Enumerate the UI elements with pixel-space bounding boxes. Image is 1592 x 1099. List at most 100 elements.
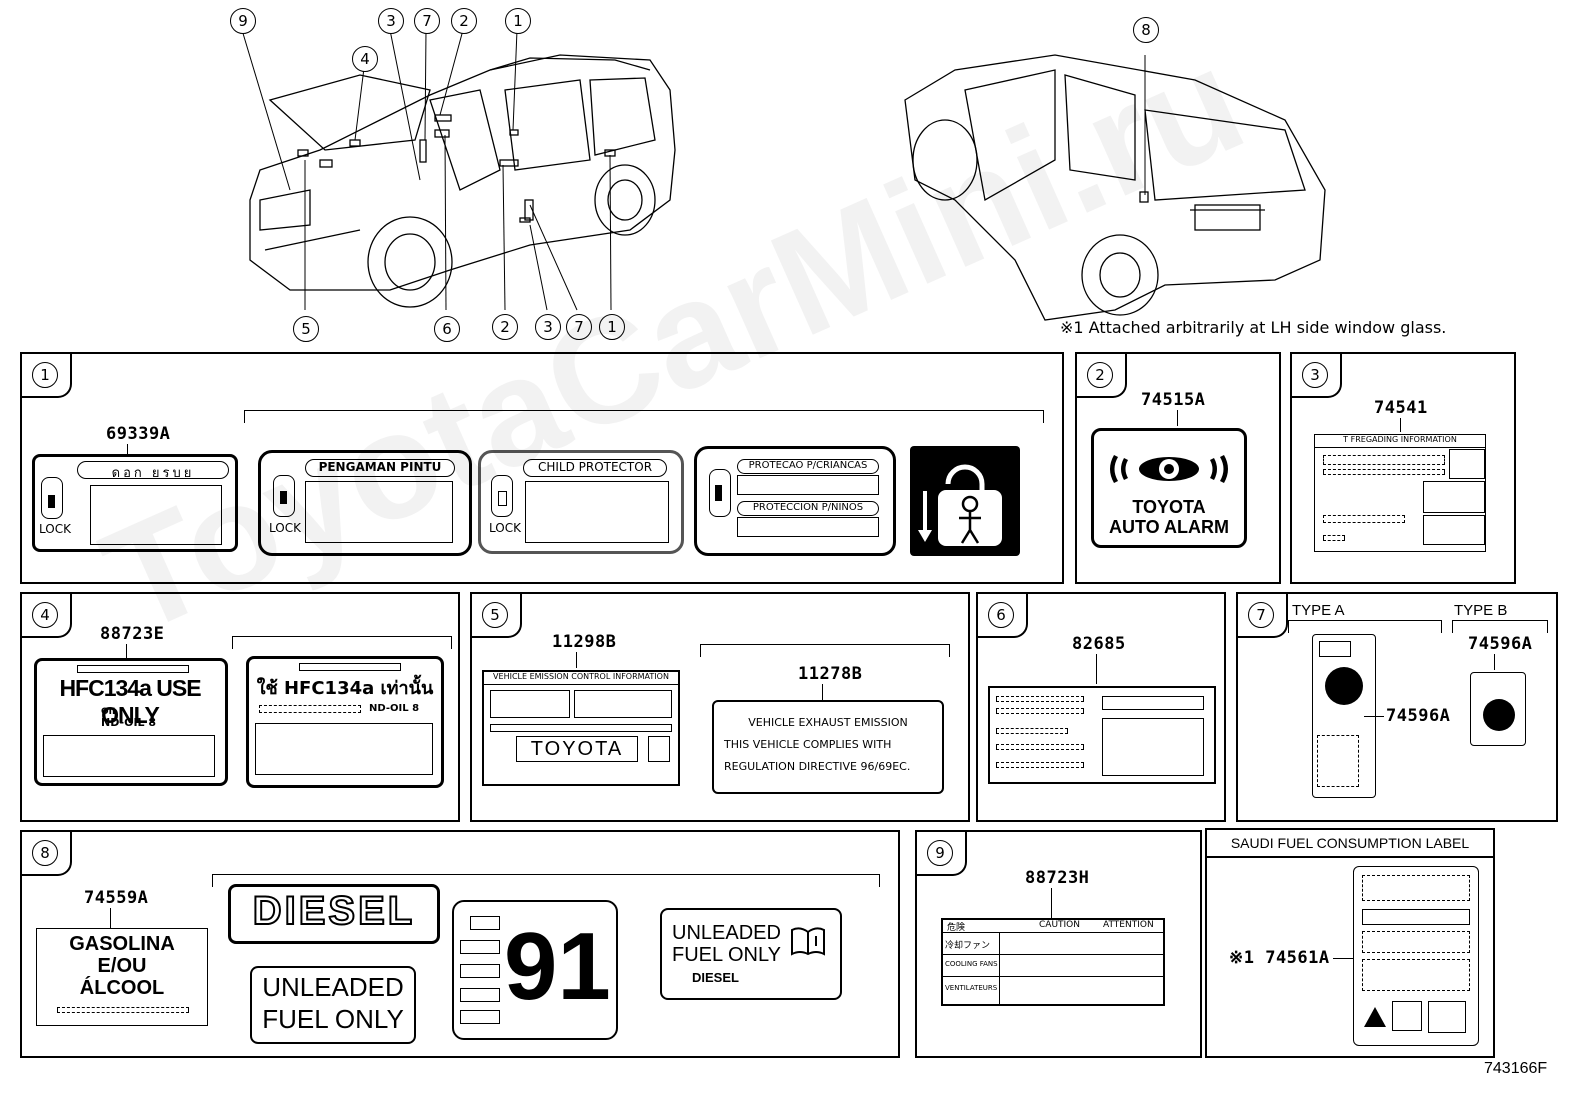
label-group-bracket — [700, 644, 950, 657]
unleaded-label-2: UNLEADED FUEL ONLY DIESEL — [660, 908, 842, 1000]
section-4: 4 88723E HFC134a USE ONLY OIL ND-OIL 8 ใ… — [20, 592, 460, 822]
hfc-thai-label: ใช้ HFC134a เท่านั้น ND-OIL 8 — [246, 656, 444, 788]
saudi-section: SAUDI FUEL CONSUMPTION LABEL ※1 74561A — [1205, 828, 1495, 1058]
diesel-small-text: DIESEL — [692, 970, 739, 985]
part-number: 11298B — [552, 632, 617, 652]
child-lock-label-a: ดอก ยรบย LOCK — [32, 454, 238, 552]
exhaust-line-1: VEHICLE EXHAUST EMISSION — [748, 716, 908, 729]
section-number: 7 — [1248, 602, 1274, 628]
section-1: 1 69339A ดอก ยรบย LOCK PENGAMAN PINTU LO… — [20, 352, 1064, 584]
section-number: 2 — [1087, 362, 1113, 388]
section-9: 9 88723H 危険 CAUTION ATTENTION 冷却ファン COOL… — [915, 830, 1202, 1058]
unleaded-label-1: UNLEADED FUEL ONLY — [250, 966, 416, 1044]
section-number: 1 — [32, 362, 58, 388]
child-lock-pictogram — [910, 446, 1020, 556]
fuel-only-text: FUEL ONLY — [262, 1004, 404, 1034]
octane-label: 91 — [452, 900, 618, 1040]
alcool-text: ÁLCOOL — [79, 977, 165, 999]
part-number: 74559A — [84, 888, 149, 908]
diesel-label: DIESEL — [228, 884, 440, 944]
callout-1b: 1 — [599, 314, 625, 340]
callout-2: 2 — [451, 8, 477, 34]
octane-text: 91 — [504, 913, 611, 1020]
child-lock-label-b: PENGAMAN PINTU LOCK — [258, 450, 472, 556]
callout-9: 9 — [230, 8, 256, 34]
callout-2b: 2 — [492, 314, 518, 340]
section-5: 5 11298B 11278B VEHICLE EMISSION CONTROL… — [470, 592, 970, 822]
caution-row-2: COOLING FANS — [945, 960, 998, 968]
fuel-only-text: FUEL ONLY — [672, 944, 781, 966]
section-number: 6 — [988, 602, 1014, 628]
part-number-a: 74596A — [1386, 706, 1451, 726]
lock-text: LOCK — [489, 521, 521, 535]
caution-row-1: 冷却ファン — [945, 941, 991, 951]
caution-col-2: CAUTION — [1039, 920, 1080, 930]
diesel-text: DIESEL — [252, 888, 416, 934]
saudi-title: SAUDI FUEL CONSUMPTION LABEL — [1207, 830, 1493, 858]
hfc-label: HFC134a USE ONLY OIL ND-OIL 8 — [34, 658, 228, 786]
type-b-label: TYPE B — [1454, 602, 1508, 619]
child-lock-label-c: CHILD PROTECTOR LOCK — [478, 450, 684, 554]
callout-8: 8 — [1133, 17, 1159, 43]
section-number: 3 — [1302, 362, 1328, 388]
section-8: 8 74559A GASOLINA E/OU ÁLCOOL DIESEL UNL… — [20, 830, 900, 1058]
oil-text: OIL — [101, 707, 118, 717]
figure-code: 743166F — [1484, 1060, 1548, 1077]
callout-6: 6 — [434, 316, 460, 342]
type-b-tag — [1470, 672, 1526, 746]
spec-label — [988, 686, 1216, 784]
eou-text: E/OU — [97, 955, 147, 977]
label-group-bracket — [212, 874, 880, 887]
section-number: 9 — [927, 840, 953, 866]
part-number: 82685 — [1072, 634, 1126, 654]
section-number: 5 — [482, 602, 508, 628]
hfc-text: HFC134a USE ONLY — [59, 675, 201, 728]
caution-col-1: 危険 — [947, 923, 966, 933]
label-subheader: PROTECCION P/NINOS — [737, 501, 879, 516]
part-number-b: 74596A — [1468, 634, 1533, 654]
unleaded-text: UNLEADED — [262, 972, 404, 1002]
part-number: 11278B — [798, 664, 863, 684]
section-6: 6 82685 — [976, 592, 1226, 822]
ndoil-text: ND-OIL 8 — [369, 703, 420, 714]
exhaust-line-2: THIS VEHICLE COMPLIES WITH — [724, 738, 892, 751]
gasolina-text: GASOLINA — [69, 933, 175, 955]
thai-text: ใช้ HFC134a เท่านั้น — [256, 678, 434, 699]
exhaust-emission-label: VEHICLE EXHAUST EMISSION THIS VEHICLE CO… — [712, 700, 944, 794]
section-7: 7 TYPE A TYPE B 74596A 74596A — [1236, 592, 1558, 822]
callout-7: 7 — [414, 8, 440, 34]
label-header: CHILD PROTECTOR — [523, 459, 667, 477]
callout-7b: 7 — [566, 314, 592, 340]
caution-col-3: ATTENTION — [1103, 920, 1154, 930]
section-3: 3 74541 T FREGADING INFORMATION — [1290, 352, 1516, 584]
auto-alarm-label: TOYOTA AUTO ALARM — [1091, 428, 1247, 548]
part-number: 69339A — [106, 424, 171, 444]
toyota-text: TOYOTA — [516, 736, 638, 762]
emission-control-label: VEHICLE EMISSION CONTROL INFORMATION TOY… — [482, 670, 680, 786]
label-header: ดอก ยรบย — [77, 461, 229, 481]
callout-3: 3 — [378, 8, 404, 34]
label-header: PROTECAO P/CRIANCAS — [737, 459, 879, 474]
info-label: T FREGADING INFORMATION — [1314, 434, 1486, 552]
label-header: PENGAMAN PINTU — [305, 459, 455, 477]
exhaust-line-3: REGULATION DIRECTIVE 96/69EC. — [724, 760, 911, 773]
section-number: 8 — [32, 840, 58, 866]
alarm-line-2: AUTO ALARM — [1109, 517, 1229, 537]
callout-5: 5 — [293, 316, 319, 342]
section-2: 2 74515A TOYOTA AUTO ALARM — [1075, 352, 1281, 584]
manual-book-icon — [790, 926, 826, 956]
cooling-fan-caution-label: 危険 CAUTION ATTENTION 冷却ファン COOLING FANS … — [941, 918, 1165, 1006]
label-group-bracket — [232, 636, 452, 649]
saudi-fuel-label — [1353, 866, 1479, 1046]
part-number: 74515A — [1141, 390, 1206, 410]
attachment-note: ※1 Attached arbitrarily at LH side windo… — [1060, 318, 1447, 337]
part-number: 88723E — [100, 624, 165, 644]
part-number: 88723H — [1025, 868, 1090, 888]
gasolina-label: GASOLINA E/OU ÁLCOOL — [36, 928, 208, 1026]
section-number: 4 — [32, 602, 58, 628]
ndoil-text: ND-OIL 8 — [101, 716, 157, 729]
label-group-bracket — [244, 410, 1044, 423]
child-lock-label-d: PROTECAO P/CRIANCAS PROTECCION P/NINOS — [694, 446, 896, 556]
callout-1: 1 — [505, 8, 531, 34]
callout-4: 4 — [352, 46, 378, 72]
